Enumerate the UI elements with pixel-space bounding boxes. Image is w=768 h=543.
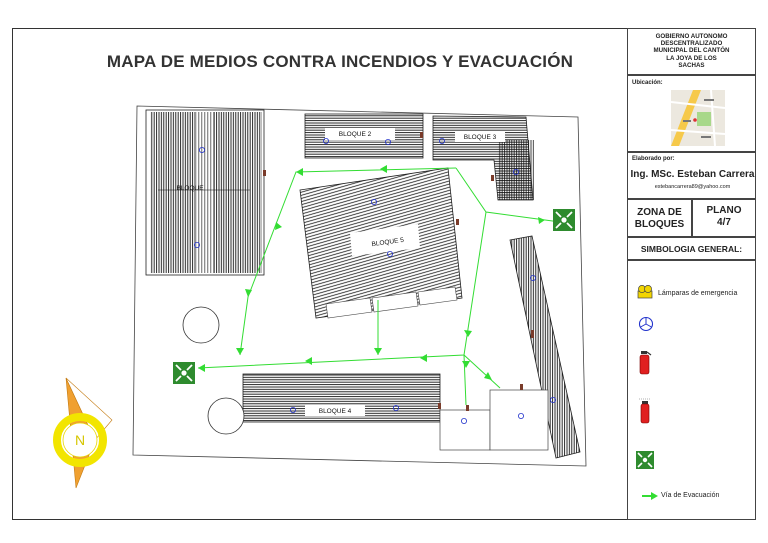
evacuation-arrow-icon — [296, 168, 303, 176]
institution-line: SACHAS — [678, 61, 705, 69]
evacuation-arrow-icon — [275, 222, 282, 230]
north-compass-icon: N — [53, 377, 113, 489]
fire-extinguisher-icon — [639, 351, 652, 375]
author-box: Elaborado por: Ing. MSc. Esteban Carrera… — [627, 152, 756, 199]
institution-line: GOBIERNO AUTONOMO — [655, 33, 728, 40]
block-2: BLOQUE 2 — [304, 113, 424, 159]
assembly-point-icon — [553, 209, 575, 231]
block-1-label: BLOQUE — [176, 185, 204, 192]
block-2-label: BLOQUE 2 — [339, 131, 372, 138]
smoke-detector-icon — [289, 406, 296, 413]
block-4-label: BLOQUE 4 — [319, 408, 352, 415]
institution-line: DESCENTRALIZADO — [660, 40, 723, 48]
smoke-detector-icon — [638, 316, 654, 332]
legend-label-emergency-lamp: Lámparas de emergencia — [658, 290, 738, 297]
smoke-detector-icon — [460, 417, 467, 424]
plan-number: 4/7 — [717, 217, 731, 228]
institution-line: MUNICIPAL DEL CANTÓN — [653, 47, 730, 55]
legend-title: SIMBOLOGIA GENERAL: — [640, 244, 743, 254]
legend-label-evacuation-route: Vía de Evacuación — [661, 492, 720, 499]
evacuation-arrow-icon — [236, 348, 244, 355]
location-map-thumbnail — [671, 90, 725, 146]
block-3-label: BLOQUE 3 — [464, 134, 497, 141]
zone-name-line: ZONA DE — [637, 207, 682, 218]
circular-structure — [182, 306, 220, 344]
location-label: Ubicación: — [632, 80, 663, 86]
emergency-lamp-icon — [637, 285, 653, 299]
evacuation-arrow-icon — [374, 348, 382, 355]
smoke-detector-icon — [392, 404, 399, 411]
location-box: Ubicación: — [627, 75, 756, 152]
evacuation-routes — [197, 167, 561, 406]
evacuation-arrow-icon — [462, 361, 470, 368]
smoke-detector-icon — [518, 412, 525, 419]
prepared-by-label: Elaborado por: — [632, 156, 675, 162]
smoke-detector-icon — [384, 138, 391, 145]
block-right-tall — [509, 235, 581, 459]
smoke-detector-icon — [322, 137, 329, 144]
circular-structure — [207, 397, 245, 435]
fire-extinguisher-co2-icon — [639, 398, 651, 424]
evacuation-arrow-icon — [484, 372, 492, 380]
evacuation-arrows — [198, 165, 545, 380]
block-3: BLOQUE 3 — [432, 115, 534, 201]
evacuation-arrow-icon — [420, 354, 427, 362]
block-5-label: BLOQUE 5 — [371, 237, 405, 249]
institution-name: GOBIERNO AUTONOMO DESCENTRALIZADO MUNICI… — [628, 29, 755, 69]
smoke-detector-icon — [550, 396, 557, 403]
floor-plan: BLOQUE BLOQUE 2 BLOQUE 3 — [53, 105, 587, 489]
institution-box: GOBIERNO AUTONOMO DESCENTRALIZADO MUNICI… — [627, 28, 756, 75]
block-4: BLOQUE 4 — [242, 373, 441, 423]
evacuation-arrow-icon — [464, 330, 472, 337]
smoke-detector-icon — [193, 241, 200, 248]
block-1: BLOQUE — [145, 109, 266, 276]
smoke-detector-icon — [386, 250, 393, 257]
smoke-detector-icon — [530, 274, 537, 281]
assembly-point-icon — [173, 362, 195, 384]
legend-title-box: SIMBOLOGIA GENERAL: — [627, 237, 756, 260]
zone-name-line: BLOQUES — [634, 219, 685, 230]
author-email: estebancarrera89@yahoo.com — [654, 184, 731, 190]
evacuation-arrow-icon — [380, 165, 387, 173]
plan-number-box: PLANO 4/7 — [692, 199, 756, 237]
smoke-detector-icon — [198, 146, 205, 153]
smoke-detector-icon — [438, 137, 445, 144]
north-label: N — [75, 432, 85, 448]
smoke-detector-icon — [513, 168, 520, 175]
author-name: Ing. MSc. Esteban Carrera — [630, 169, 755, 180]
block-5: BLOQUE 5 — [299, 167, 463, 319]
evacuation-arrow-icon — [198, 364, 205, 372]
evacuation-arrow-icon — [245, 289, 252, 297]
evacuation-arrow-icon — [642, 492, 658, 500]
legend-box: Lámparas de emergencia — [627, 260, 756, 520]
plan-label: PLANO — [706, 205, 742, 216]
small-rooms — [439, 384, 549, 451]
assembly-point-icon — [636, 451, 654, 469]
evacuation-arrow-icon — [305, 357, 312, 365]
evacuation-arrow-icon — [538, 217, 545, 224]
smoke-detector-icon — [370, 198, 377, 205]
institution-line: LA JOYA DE LOS — [666, 54, 717, 62]
zone-box: ZONA DE BLOQUES — [627, 199, 692, 237]
page-title: MAPA DE MEDIOS CONTRA INCENDIOS Y EVACUA… — [106, 52, 574, 71]
